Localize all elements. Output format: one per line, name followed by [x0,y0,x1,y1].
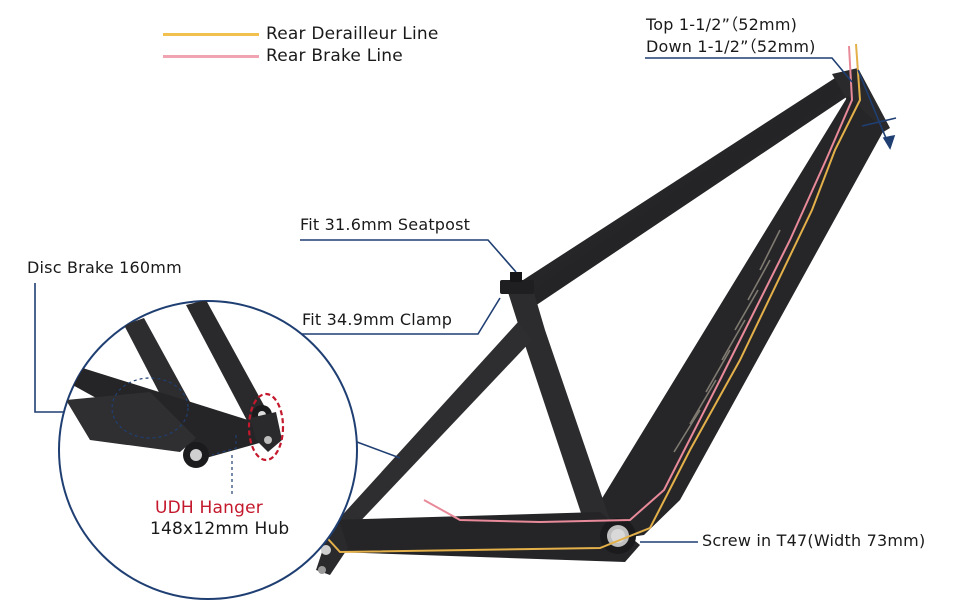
brake-legend-label: Rear Brake Line [266,46,403,66]
seat-post-collar [500,280,534,294]
bottom-bracket-label: Screw in T47(Width 73mm) [702,531,926,550]
headset-top-label: Top 1-1/2”（52mm) [646,15,798,34]
headset-down-label: Down 1-1/2”（52mm) [646,37,816,56]
clamp-label: Fit 34.9mm Clamp [302,310,453,329]
derailleur-legend-swatch [163,33,259,36]
rear-triangle-zoom [58,300,358,600]
main-frame [316,68,890,575]
brake-legend-swatch [163,55,259,58]
brake-cable-line [423,45,854,524]
derailleur-legend-label: Rear Derailleur Line [266,24,439,44]
top-tube [520,78,848,306]
hub-label: 148x12mm Hub [150,519,290,539]
disc-brake-label: Disc Brake 160mm [27,258,182,277]
derailleur-cable-line [317,43,862,554]
udh-hanger-label: UDH Hanger [155,498,263,518]
seat-stay [336,322,532,530]
seatpost-label: Fit 31.6mm Seatpost [300,215,471,234]
crosshair-arrow-icon [857,69,897,150]
dashed-ellipse-icon [247,392,285,462]
down-tube [590,96,884,540]
chain-stay [330,512,640,562]
seat-tube [506,286,610,528]
